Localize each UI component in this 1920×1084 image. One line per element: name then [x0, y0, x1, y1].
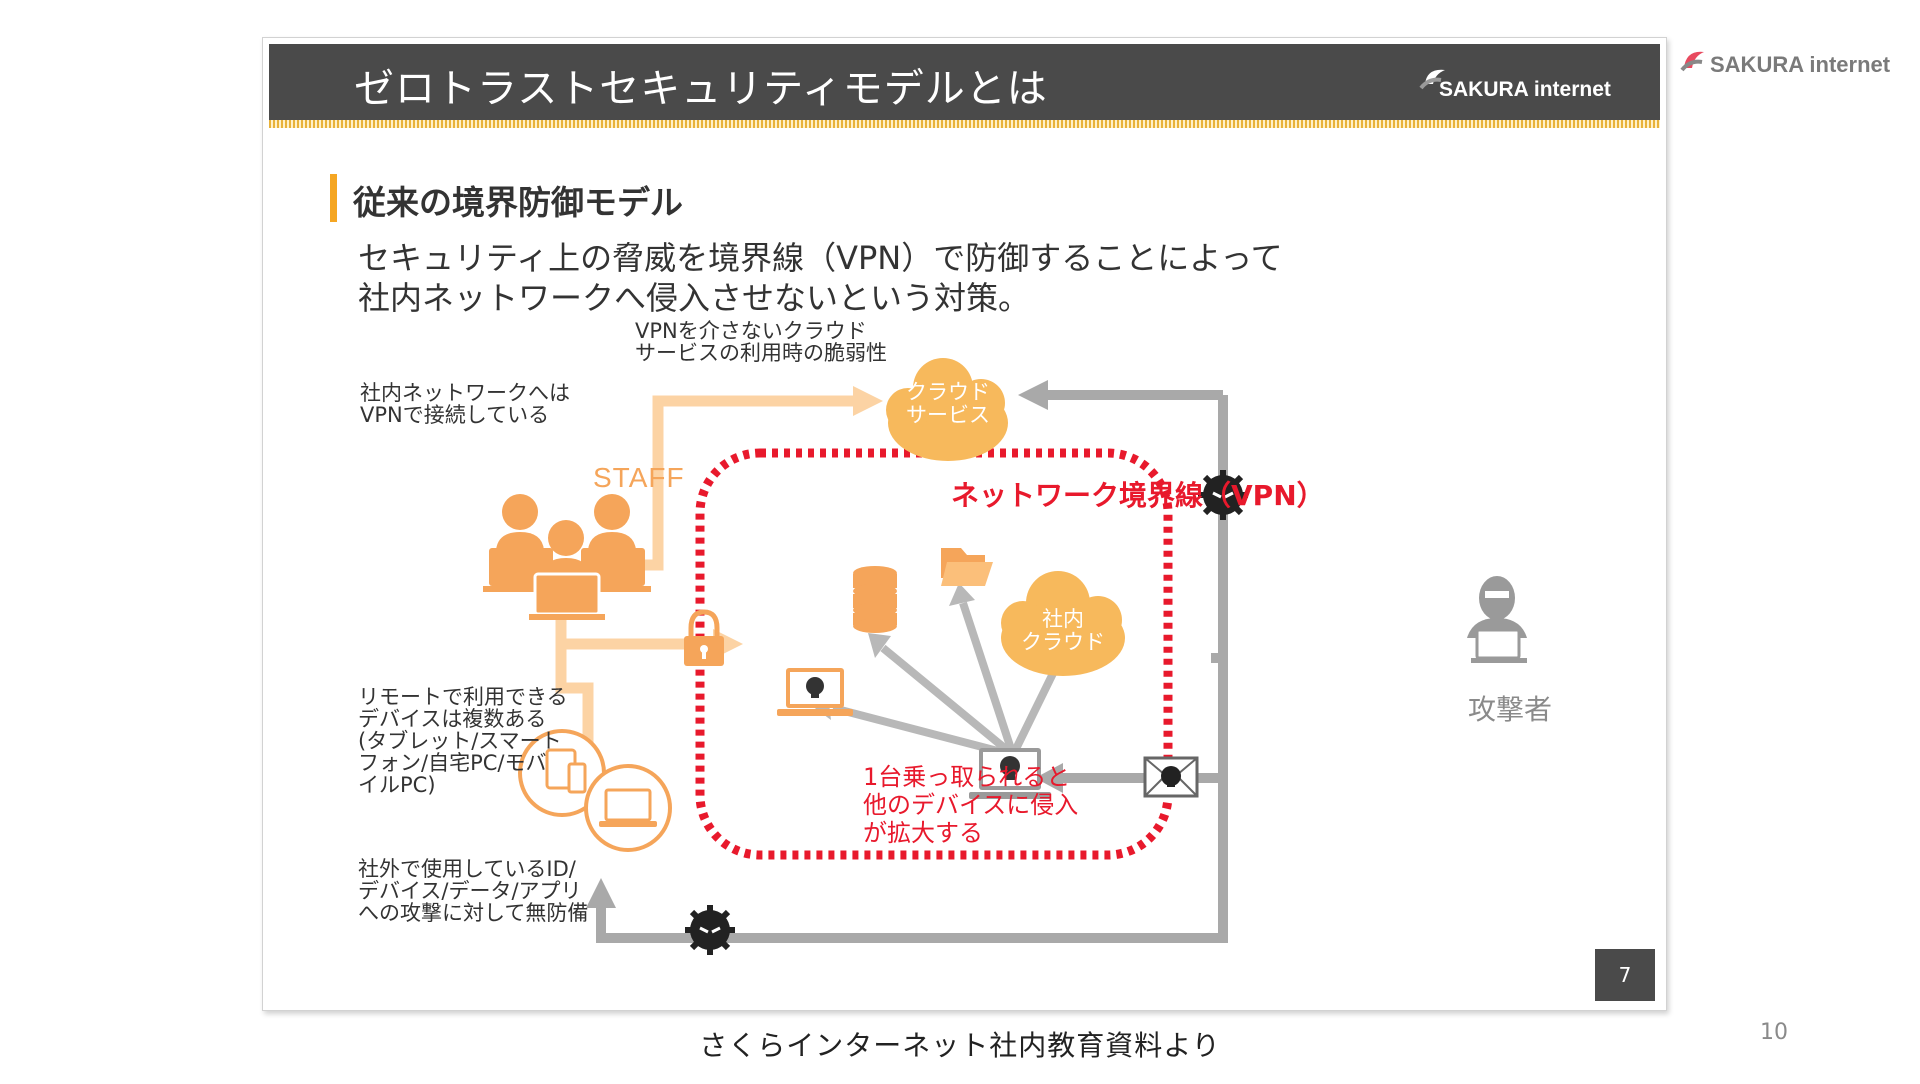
- internal-cloud-icon: [1001, 571, 1125, 676]
- sakura-logo-icon: [1680, 51, 1704, 72]
- note-line: デバイス/データ/アプリ: [358, 879, 582, 903]
- caption: さくらインターネット社内教育資料より: [699, 1029, 1221, 1062]
- infected-laptop-icon: [777, 668, 853, 716]
- internal-cloud-label: 社内 クラウド: [1003, 608, 1123, 654]
- lead-text: セキュリティ上の脅威を境界線（VPN）で防御することによって 社内ネットワークへ…: [358, 238, 1283, 318]
- staff-label: STAFF: [593, 462, 685, 493]
- note-line: が拡大する: [863, 819, 983, 847]
- page-number: 10: [1760, 1020, 1788, 1045]
- header-logo-text: SAKURA internet: [1439, 78, 1611, 101]
- lock-icon: [684, 609, 724, 666]
- cloud-vulnerability-note: VPNを介さないクラウド サービスの利用時の脆弱性: [635, 320, 887, 364]
- cloud-service-label: クラウド サービス: [888, 381, 1008, 427]
- note-line: 社内ネットワークへは: [360, 381, 570, 405]
- slide: ゼロトラストセキュリティモデルとは SAKURA internet 従来の境界防…: [262, 37, 1667, 1011]
- note-line: リモートで利用できる: [358, 685, 568, 709]
- boundary-defense-diagram: [483, 358, 1527, 955]
- note-line: 1台乗っ取られると: [863, 763, 1071, 791]
- staff-group-icon: [483, 494, 651, 620]
- note-line: 他のデバイスに侵入: [863, 791, 1079, 819]
- vpn-connection-note: 社内ネットワークへは VPNで接続している: [360, 382, 570, 426]
- slide-title: ゼロトラストセキュリティモデルとは: [354, 66, 1048, 112]
- note-line: イルPC): [358, 773, 436, 797]
- note-line: サービスの利用時の脆弱性: [635, 341, 887, 365]
- slide-header: ゼロトラストセキュリティモデルとは SAKURA internet: [269, 44, 1660, 120]
- virus-icon: [685, 905, 735, 955]
- section-accent-bar: [330, 174, 337, 222]
- note-line: フォン/自宅PC/モバ: [358, 751, 547, 775]
- database-icon: [853, 566, 897, 633]
- note-line: VPNで接続している: [360, 403, 550, 427]
- network-boundary-label: ネットワーク境界線（VPN）: [951, 479, 1325, 512]
- malicious-mail-icon: [1143, 756, 1199, 798]
- lead-line: セキュリティ上の脅威を境界線（VPN）で防御することによって: [358, 239, 1283, 277]
- lead-line: 社内ネットワークへ侵入させないという対策。: [358, 279, 1031, 317]
- header-stripe: [269, 120, 1660, 128]
- virus-icon: [1198, 470, 1248, 520]
- section-title: 従来の境界防御モデル: [353, 183, 683, 222]
- note-line: への攻撃に対して無防備: [358, 901, 589, 925]
- label-line: クラウド: [1021, 630, 1105, 654]
- attacker-label: 攻撃者: [1468, 693, 1553, 726]
- infected-laptop-icon: [969, 748, 1051, 799]
- cloud-service-icon: [886, 358, 1008, 461]
- note-line: VPNを介さないクラウド: [635, 319, 867, 343]
- note-line: (タブレット/スマート: [358, 729, 562, 753]
- label-line: 社内: [1042, 607, 1084, 631]
- remote-devices-note: リモートで利用できる デバイスは複数ある (タブレット/スマート フォン/自宅P…: [358, 686, 568, 796]
- label-line: クラウド: [906, 380, 990, 404]
- note-line: 社外で使用しているID/: [358, 857, 576, 881]
- slide-number: 7: [1595, 949, 1655, 1001]
- page-logo-text: SAKURA internet: [1710, 52, 1891, 77]
- header-sakura-logo: SAKURA internet: [1419, 62, 1659, 112]
- folder-icon: [941, 548, 993, 586]
- sakura-logo-icon: [1419, 69, 1445, 90]
- outside-attack-note: 社外で使用しているID/ デバイス/データ/アプリ への攻撃に対して無防備: [358, 858, 588, 924]
- laptop-icon: [584, 764, 672, 852]
- note-line: デバイスは複数ある: [358, 707, 547, 731]
- takeover-note: 1台乗っ取られると 他のデバイスに侵入 が拡大する: [863, 763, 1078, 847]
- label-line: サービス: [906, 403, 990, 427]
- attacker-icon: [1467, 576, 1527, 663]
- page-sakura-logo: SAKURA internet: [1680, 42, 1900, 92]
